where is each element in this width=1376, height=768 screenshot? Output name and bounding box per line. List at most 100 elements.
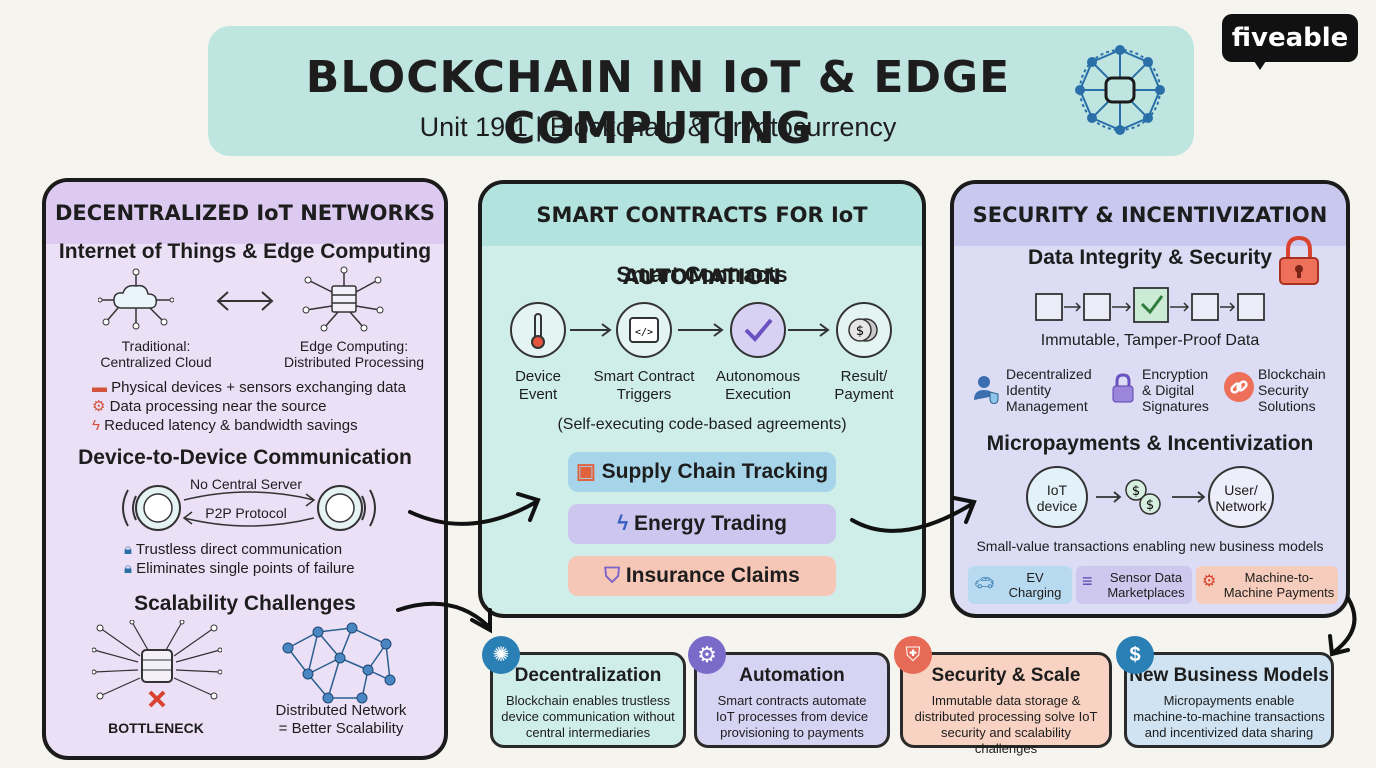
code-icon: </>: [616, 302, 672, 358]
page-subtitle: Unit 19.1 | Blockchain & Cryptocurrency: [419, 112, 897, 142]
sensor-icon: ▬: [92, 379, 107, 396]
bullet-trustless: 🔒︎ Trustless direct communication: [124, 540, 424, 559]
bullet-text: Trustless direct communication: [135, 541, 343, 558]
flow-label: Smart Contract: [593, 368, 695, 385]
app-line: Sensor Data: [1109, 570, 1183, 585]
panel-banner: SMART CONTRACTS FOR IoT AUTOMATION: [482, 184, 922, 289]
micropayments-caption: Small-value transactions enabling new bu…: [976, 538, 1324, 554]
app-line: Marketplaces: [1107, 585, 1185, 600]
feature-line: & Digital: [1142, 382, 1195, 398]
gear-icon: ⚙: [1202, 573, 1217, 590]
checkmark-icon: [730, 302, 786, 358]
blockchain-network-icon: [1075, 45, 1165, 135]
device-line: device: [1036, 498, 1078, 514]
gear-icon: ⚙: [688, 636, 726, 674]
app-m2m-payments: ⚙ Machine-to-Machine Payments: [1196, 566, 1338, 604]
arrow-left-to-summary: [396, 601, 490, 628]
feature-line: Management: [1006, 398, 1088, 414]
use-case-label: Energy Trading: [634, 512, 787, 535]
user-line: Network: [1215, 498, 1267, 514]
use-case-label: Supply Chain Tracking: [601, 460, 829, 483]
bullet-text: Data processing near the source: [109, 398, 327, 415]
summary-title: Security & Scale: [931, 665, 1081, 686]
use-case-supply-chain: ▣ Supply Chain Tracking: [568, 452, 836, 492]
summary-title: New Business Models: [1129, 665, 1329, 686]
bidirectional-arrow-icon: [216, 291, 274, 311]
panel-banner: DECENTRALIZED IoT NETWORKS: [46, 182, 444, 244]
summary-desc: Immutable data storage &distributed proc…: [909, 693, 1103, 757]
title-banner: [208, 26, 1194, 156]
lock-icon: [1110, 372, 1136, 404]
smart-contracts-panel: SMART CONTRACTS FOR IoT AUTOMATION Smart…: [478, 180, 926, 618]
coin-icon: [1125, 479, 1147, 501]
summary-security-scale: Security & Scale Immutable data storage …: [900, 652, 1112, 756]
traditional-line-1: Traditional:: [121, 338, 191, 354]
thermometer-icon: [510, 302, 566, 358]
edge-line-1: Edge Computing:: [299, 338, 409, 354]
bullet-text: Physical devices + sensors exchanging da…: [111, 379, 406, 396]
use-case-energy: ϟ Energy Trading: [568, 504, 836, 544]
p2p-protocol-label: P2P Protocol: [205, 505, 287, 521]
micropayment-flow: $ $: [1096, 479, 1206, 515]
bullet-sensor: ▬ Physical devices + sensors exchanging …: [92, 378, 442, 397]
desc-line: and incentivized data sharing: [1144, 725, 1314, 740]
svg-text:$: $: [1132, 484, 1140, 499]
desc-line: Micropayments enable: [1163, 693, 1295, 708]
user-network-node: User/Network: [1208, 466, 1274, 528]
database-icon: ≡: [1082, 571, 1093, 591]
flow-label: Event: [518, 386, 558, 403]
distributed-line-2: = Better Scalability: [278, 720, 404, 737]
feature-blockchain-security: Blockchain Security Solutions: [1258, 366, 1344, 414]
use-case-insurance: ⛉ Insurance Claims: [568, 556, 836, 596]
desc-line: machine-to-machine transactions: [1133, 709, 1325, 724]
flow-label: Result/: [840, 368, 888, 385]
coins-icon: $: [836, 302, 892, 358]
bullet-processing: ⚙ Data processing near the source: [92, 397, 442, 416]
desc-line: Immutable data storage &: [931, 693, 1081, 708]
edge-label: Edge Computing: Distributed Processing: [264, 338, 444, 370]
security-incentivization-panel: SECURITY & INCENTIVIZATION Data Integrit…: [950, 180, 1350, 618]
feature-encryption: Encryption & Digital Signatures: [1142, 366, 1238, 414]
coin-icon: $: [1116, 636, 1154, 674]
iot-bullets: ▬ Physical devices + sensors exchanging …: [92, 378, 442, 435]
desc-line: security and scalability challenges: [940, 725, 1072, 756]
decentralized-iot-panel: DECENTRALIZED IoT NETWORKS Internet of T…: [42, 178, 448, 760]
integrity-caption: Immutable, Tamper-Proof Data: [1040, 332, 1260, 349]
padlock-icon: [1279, 235, 1319, 285]
traditional-line-2: Centralized Cloud: [100, 354, 212, 370]
summary-title: Automation: [739, 665, 845, 686]
flow-step-payment: Result/Payment: [814, 368, 914, 404]
device-line: IoT: [1046, 482, 1068, 498]
server-icon: [141, 649, 173, 683]
x-mark-icon: [148, 690, 166, 708]
feature-line: Security: [1258, 382, 1309, 398]
app-line: Charging: [1008, 585, 1062, 600]
desc-line: Blockchain enables trustless: [505, 693, 671, 708]
feature-line: Blockchain: [1258, 366, 1326, 382]
panel-banner: SECURITY & INCENTIVIZATION: [954, 184, 1346, 246]
arrow-left-to-middle: [408, 500, 538, 526]
lightning-icon: ϟ: [92, 417, 100, 434]
flow-label: Triggers: [616, 386, 672, 403]
flow-label: Execution: [725, 386, 791, 403]
traditional-label: Traditional: Centralized Cloud: [66, 338, 246, 370]
desc-line: provisioning to payments: [720, 725, 864, 740]
block-chain-icon: [1035, 287, 1265, 323]
app-line: Machine Payments: [1223, 585, 1335, 600]
arrow-right-to-summary: [1332, 596, 1357, 654]
contracts-caption: (Self-executing code-based agreements): [557, 416, 847, 433]
d2d-bullets: 🔒︎ Trustless direct communication 🔒︎ Eli…: [124, 540, 424, 578]
summary-business-models: New Business Models Micropayments enable…: [1124, 652, 1334, 748]
micropayments-title: Micropayments & Incentivization: [986, 432, 1314, 455]
fiveable-logo[interactable]: fiveable: [1222, 14, 1358, 62]
flow-label: Autonomous: [715, 368, 801, 385]
car-plug-icon: 🚗︎: [974, 575, 995, 592]
